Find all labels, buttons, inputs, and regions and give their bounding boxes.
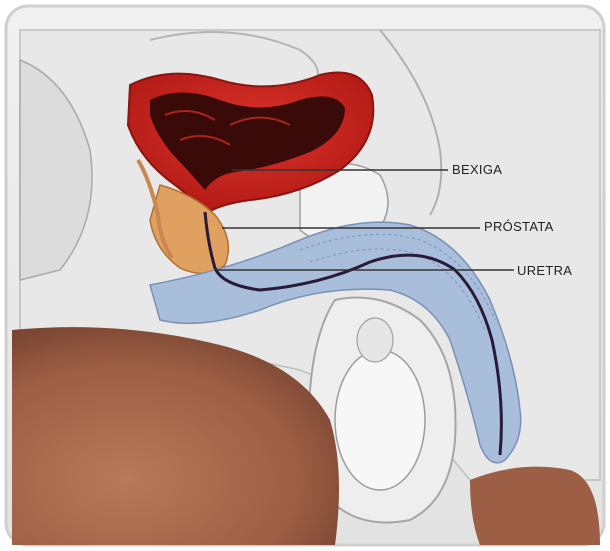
skin-right: [470, 467, 600, 545]
testicle: [335, 350, 425, 490]
label-bladder: BEXIGA: [452, 162, 502, 177]
label-urethra: URETRA: [517, 263, 572, 278]
label-prostate: PRÓSTATA: [484, 219, 554, 234]
epididymis: [357, 318, 393, 362]
